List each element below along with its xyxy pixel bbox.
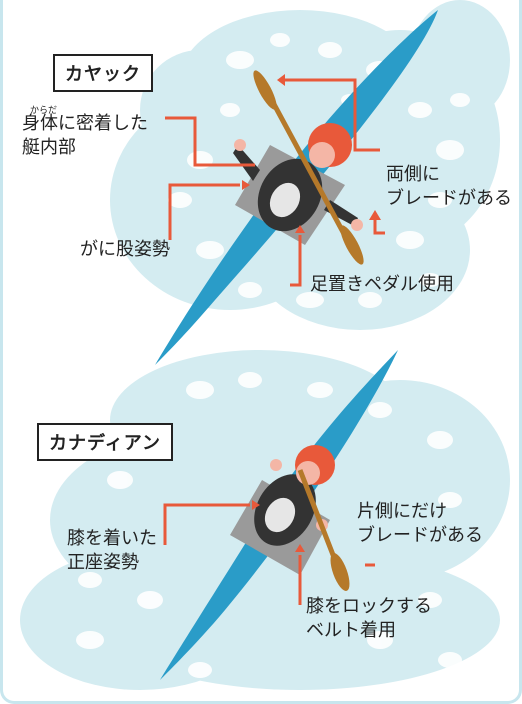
canoe-paddler [254, 445, 335, 546]
kayak-label-body-line1: 身体に密着した [22, 113, 148, 134]
kayak-paddle [253, 70, 364, 265]
canoe-label-belt: 膝をロックする ベルト着用 [306, 595, 432, 644]
kayak-furigana: からだ [30, 106, 58, 116]
callout-lines [163, 78, 385, 605]
canoe-label-blade-line2: ブレードがある [357, 525, 483, 547]
water-splash-bottom [20, 350, 510, 690]
kayak-label-body-line2: 艇内部 [22, 137, 76, 159]
canoe-label-blade: 片側にだけ ブレードがある [357, 500, 483, 549]
canoe-label-blade-line1: 片側にだけ [357, 501, 447, 522]
canoe-label-belt-line1: 膝をロックする [306, 596, 432, 617]
canoe-label-belt-line2: ベルト着用 [306, 620, 396, 642]
callout-arrows [242, 74, 381, 552]
kayak-label-body: 身体に密着した 艇内部 [22, 112, 148, 161]
kayak-label-blades: 両側に ブレードがある [386, 163, 512, 212]
canoe-title: カナディアン [37, 423, 174, 461]
kayak-paddler [233, 123, 363, 232]
kayak-label-blades-line2: ブレードがある [386, 188, 512, 210]
kayak-label-pedal: 足置きペダル使用 [310, 274, 454, 295]
canoe-label-stance-line2: 正座姿勢 [67, 552, 139, 574]
canoe-label-stance: 膝を着いた 正座姿勢 [67, 527, 157, 576]
water-pattern-bottom [76, 372, 462, 678]
canoe-label-stance-line1: 膝を着いた [67, 528, 157, 549]
kayak-title: カヤック [53, 54, 153, 92]
canoe-paddle [297, 469, 350, 591]
kayak-label-stance: がに股姿勢 [80, 239, 170, 260]
kayak-label-blades-line1: 両側に [386, 164, 440, 185]
